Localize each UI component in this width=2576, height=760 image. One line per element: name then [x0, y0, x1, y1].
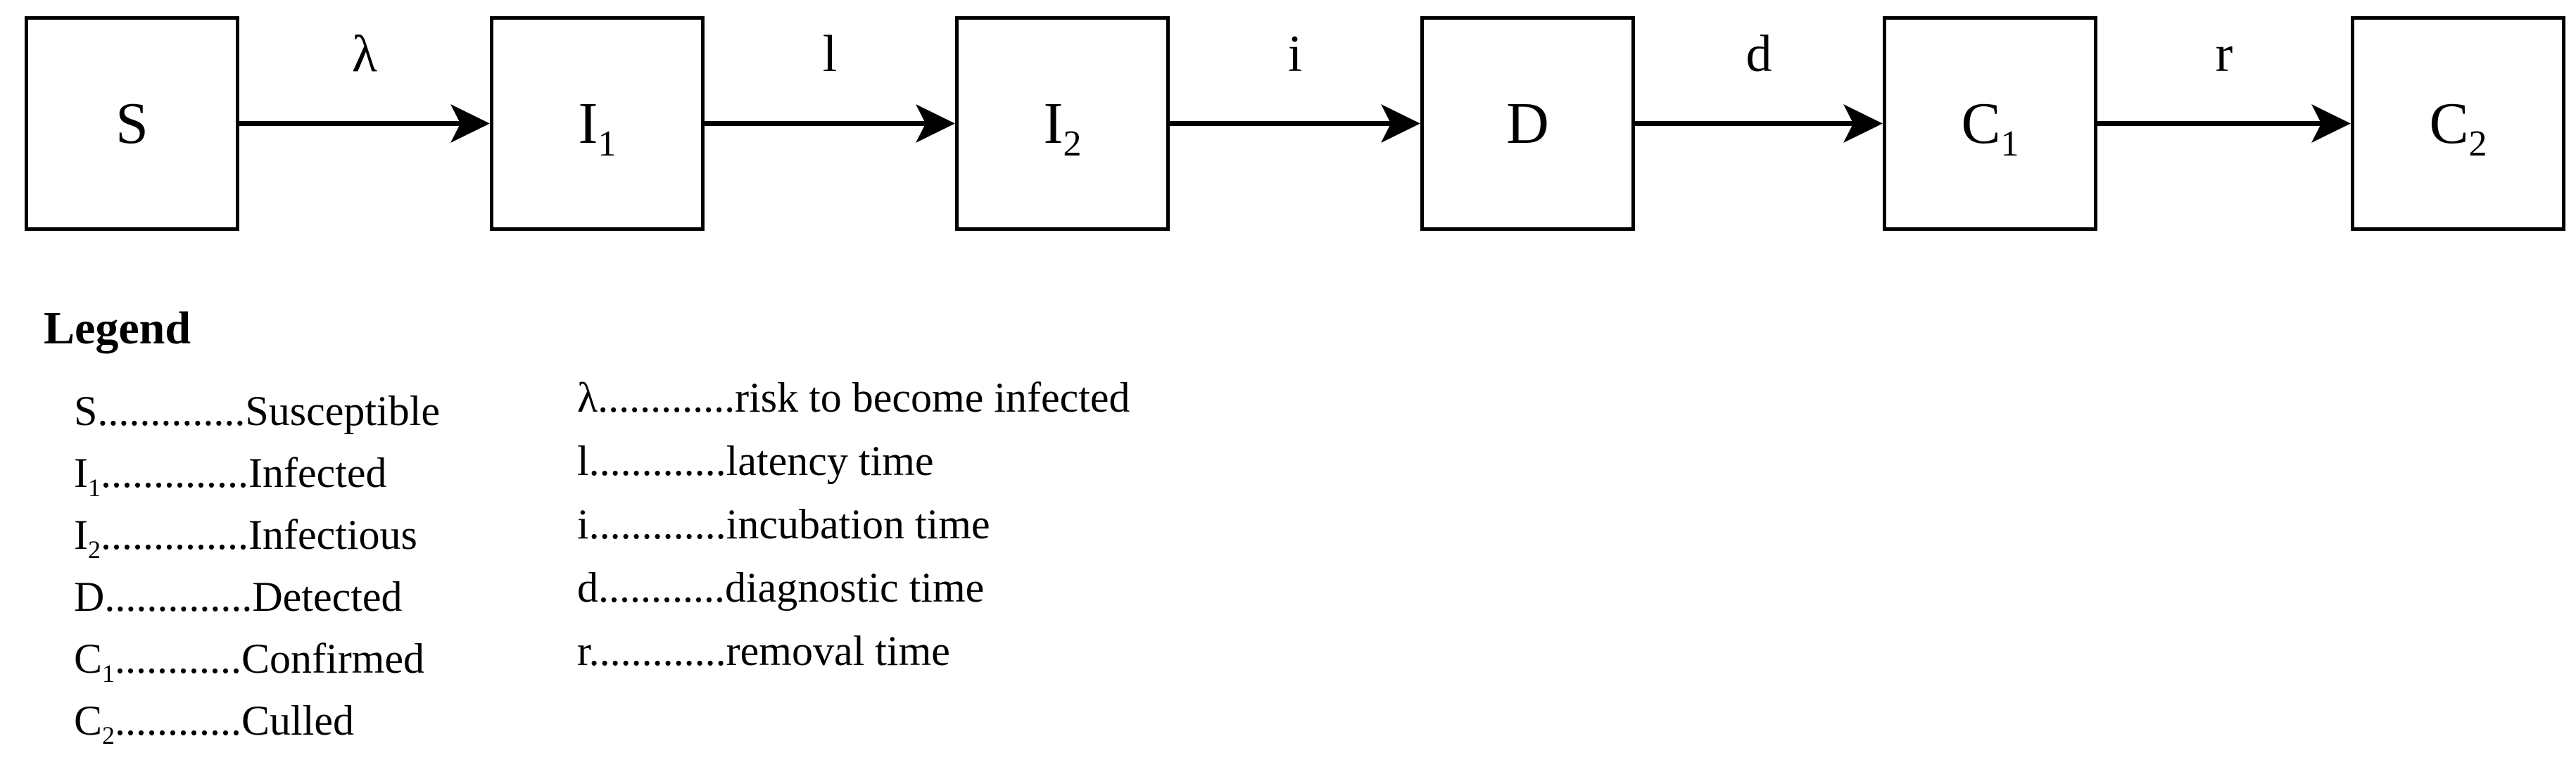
legend-item-infected: I1..............Infected	[74, 450, 387, 502]
state-label-s: S	[115, 90, 149, 156]
transition-arrow-i2-to-d: i	[1170, 16, 1420, 231]
legend-item-diagnostic: d............diagnostic time	[577, 556, 1130, 619]
dot-leader: ..............	[100, 450, 248, 496]
legend-description: diagnostic time	[725, 564, 985, 611]
transition-rate-label-lambda: λ	[352, 25, 377, 83]
legend-description: Culled	[241, 697, 355, 744]
dot-leader: .............	[598, 374, 735, 421]
legend-item-infectious: I2..............Infectious	[74, 512, 417, 564]
dot-leader: ..............	[100, 512, 248, 558]
legend-description: Confirmed	[241, 635, 424, 682]
legend-symbol: d	[577, 564, 598, 611]
legend-item-confirmed: C1............Confirmed	[74, 635, 424, 688]
legend-description: Susceptible	[245, 388, 440, 434]
dot-leader: .............	[588, 438, 726, 484]
legend-item-incubation: i.............incubation time	[577, 493, 1130, 556]
legend-states-column: S..............Susceptible I1...........…	[74, 380, 440, 752]
dot-leader: ............	[115, 635, 242, 682]
dot-leader: ............	[115, 697, 242, 744]
transition-rate-label-r: r	[2215, 25, 2233, 83]
legend-description: latency time	[726, 438, 934, 484]
state-box-i2: I2	[955, 16, 1170, 231]
transition-arrow-c1-to-c2: r	[2097, 16, 2351, 231]
legend-description: incubation time	[726, 501, 990, 547]
state-box-d: D	[1420, 16, 1635, 231]
legend-item-detected: D..............Detected	[74, 566, 440, 628]
state-box-c2: C2	[2351, 16, 2565, 231]
transition-rate-label-l: l	[822, 25, 838, 83]
legend-symbol: λ	[577, 374, 598, 421]
legend-symbol: C	[74, 697, 103, 744]
state-label-i2: I2	[1043, 90, 1082, 164]
legend-symbol: i	[577, 501, 589, 547]
dot-leader: ..............	[104, 574, 253, 620]
legend-item-lambda: λ.............risk to become infected	[577, 366, 1130, 429]
state-box-i1: I1	[490, 16, 705, 231]
transition-rate-label-i: i	[1287, 25, 1303, 83]
legend-description: Infected	[248, 450, 387, 496]
arrow-line	[1635, 121, 1873, 126]
legend-title: Legend	[44, 303, 191, 354]
arrow-line	[2097, 121, 2341, 126]
legend-symbol: D	[74, 574, 105, 620]
state-label-i1: I1	[578, 90, 617, 164]
legend-symbol: r	[577, 628, 589, 674]
state-box-c1: C1	[1883, 16, 2097, 231]
transition-arrow-d-to-c1: d	[1635, 16, 1883, 231]
dot-leader: ..............	[97, 388, 246, 434]
state-label-d: D	[1506, 90, 1549, 156]
legend-item-latency: l.............latency time	[577, 429, 1130, 493]
arrow-line	[239, 121, 480, 126]
state-label-c2: C2	[2429, 90, 2487, 164]
legend-item-removal: r.............removal time	[577, 619, 1130, 683]
legend-item-susceptible: S..............Susceptible	[74, 380, 440, 442]
transition-arrow-i1-to-i2: l	[705, 16, 955, 231]
legend-symbol: I	[74, 512, 88, 558]
legend-symbol: l	[577, 438, 589, 484]
state-box-s: S	[25, 16, 239, 231]
arrow-line	[1170, 121, 1410, 126]
legend-symbol: S	[74, 388, 98, 434]
legend-description: removal time	[726, 628, 950, 674]
transition-rate-label-d: d	[1745, 25, 1772, 83]
dot-leader: .............	[588, 501, 726, 547]
transition-arrow-s-to-i1: λ	[239, 16, 490, 231]
legend-item-culled: C2............Culled	[74, 697, 355, 749]
dot-leader: .............	[588, 628, 726, 674]
arrow-line	[705, 121, 945, 126]
legend-description: Detected	[252, 574, 403, 620]
legend-description: risk to become infected	[735, 374, 1130, 421]
dot-leader: ............	[598, 564, 725, 611]
legend-symbol: I	[74, 450, 88, 496]
state-label-c1: C1	[1961, 90, 2019, 164]
legend-parameters-column: λ.............risk to become infected l.…	[577, 366, 1130, 683]
legend-description: Infectious	[248, 512, 417, 558]
legend-symbol: C	[74, 635, 103, 682]
